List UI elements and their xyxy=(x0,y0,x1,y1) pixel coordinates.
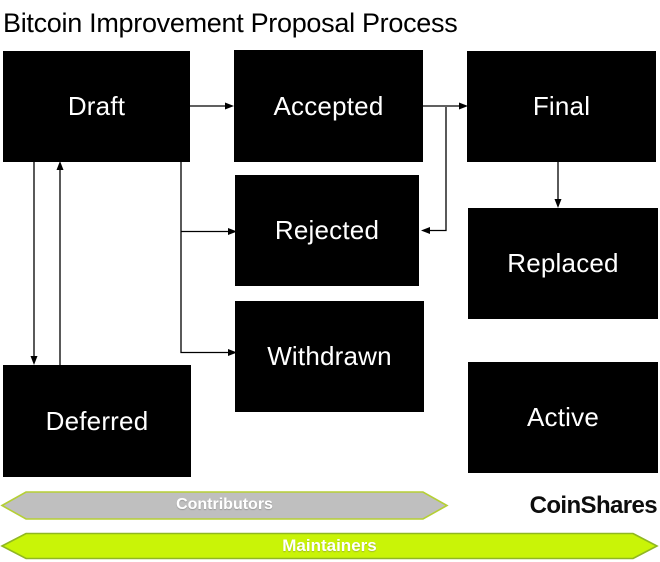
node-accepted-label: Accepted xyxy=(273,90,384,121)
node-withdrawn-label: Withdrawn xyxy=(267,341,392,371)
contributors-lane-label: Contributors xyxy=(176,496,273,513)
node-withdrawn: Withdrawn xyxy=(235,301,424,412)
node-deferred-label: Deferred xyxy=(45,405,149,436)
maintainers-lane-label: Maintainers xyxy=(282,535,377,555)
node-draft-label: Draft xyxy=(67,91,126,121)
maintainers-lane-shape xyxy=(0,532,659,560)
node-deferred: Deferred xyxy=(3,365,191,477)
edge-draft-withdrawn xyxy=(180,162,237,356)
node-active-label: Active xyxy=(526,402,599,432)
node-rejected: Rejected xyxy=(235,175,419,286)
edge-accepted-rejected xyxy=(421,107,447,234)
node-final: Final xyxy=(467,51,656,162)
node-rejected-label: Rejected xyxy=(274,215,380,245)
node-replaced-label: Replaced xyxy=(507,248,619,278)
node-draft: Draft xyxy=(3,51,190,162)
node-accepted: Accepted xyxy=(234,50,423,162)
page-title: Bitcoin Improvement Proposal Process xyxy=(3,8,458,38)
node-final-label: Final xyxy=(532,91,591,121)
contributors-lane-shape xyxy=(0,491,449,520)
node-active: Active xyxy=(468,362,658,473)
node-replaced: Replaced xyxy=(468,208,658,319)
coinshares-logo: CoinShares xyxy=(529,492,658,519)
